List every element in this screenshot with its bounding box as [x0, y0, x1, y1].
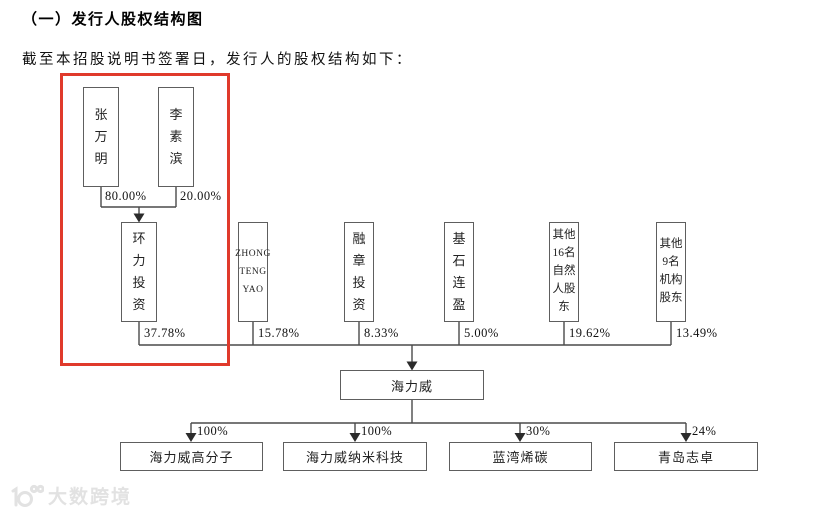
node-sub-lanwan-xitan: 蓝湾烯碳 — [449, 442, 592, 471]
stake-label-sub-1: 100% — [197, 424, 229, 438]
stake-label-founder-2: 20.00% — [180, 189, 222, 203]
stake-label-founder-1: 80.00% — [105, 189, 147, 203]
stake-label-zhongtengyao: 15.78% — [258, 326, 300, 340]
stake-label-jishi: 5.00% — [464, 326, 499, 340]
node-issuer-hailiwei: 海力威 — [340, 370, 484, 400]
node-founder-zhangwanming: 张 万 明 — [83, 87, 119, 187]
node-sub-qingdao-zhizhuo: 青岛志卓 — [614, 442, 758, 471]
stake-label-sub-4: 24% — [692, 424, 717, 438]
stake-label-rongzhang: 8.33% — [364, 326, 399, 340]
node-zhongtengyao: ZHONG TENG YAO — [235, 222, 270, 322]
page-title: （一）发行人股权结构图 — [22, 12, 204, 28]
stake-label-sub-3: 30% — [526, 424, 551, 438]
stake-label-other9: 13.49% — [676, 326, 718, 340]
watermark: 大数跨境 — [8, 482, 132, 509]
node-jishi-lianying: 基 石 连 盈 — [444, 222, 474, 322]
watermark-brand-text: 大数跨境 — [48, 487, 133, 508]
brand-logo-icon — [11, 484, 44, 507]
node-rongzhang-investment: 融 章 投 资 — [344, 222, 374, 322]
node-founder-lisubin: 李 素 滨 — [158, 87, 194, 187]
stake-label-sub-2: 100% — [361, 424, 393, 438]
node-huanli-investment: 环 力 投 资 — [121, 222, 157, 322]
node-sub-hailiwei-nami: 海力威纳米科技 — [283, 442, 427, 471]
stake-label-huanli: 37.78% — [144, 326, 186, 340]
page-subtitle: 截至本招股说明书签署日，发行人的股权结构如下： — [22, 52, 413, 68]
node-sub-hailiwei-gaofenzi: 海力威高分子 — [120, 442, 263, 471]
stake-label-other16: 19.62% — [569, 326, 611, 340]
node-other-16-individual-shareholders: 其他 16名 自然 人股 东 — [549, 222, 579, 322]
node-other-9-institutional-shareholders: 其他 9名 机构 股东 — [656, 222, 686, 322]
